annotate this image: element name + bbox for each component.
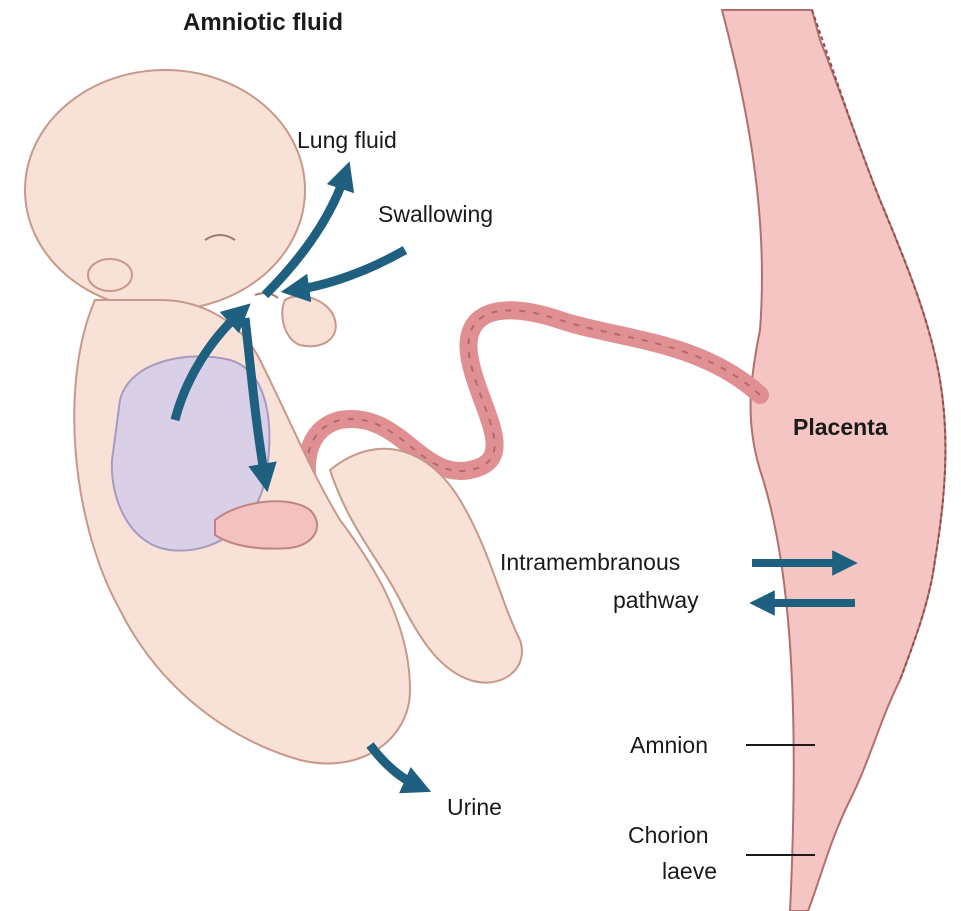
swallowing-arrow	[295, 250, 405, 290]
placenta-label: Placenta	[793, 414, 888, 440]
lung-fluid-label: Lung fluid	[297, 127, 397, 153]
placenta-wall	[722, 10, 945, 911]
fetus-ear	[88, 259, 132, 291]
fetus-head	[25, 70, 305, 310]
intramembranous-label-2: pathway	[613, 587, 699, 613]
fetus-hand	[282, 296, 336, 346]
chorion-label-1: Chorion	[628, 822, 709, 848]
chorion-label-2: laeve	[662, 858, 717, 884]
fetus	[25, 70, 522, 764]
amnion-label: Amnion	[630, 732, 708, 758]
intramembranous-label-1: Intramembranous	[500, 549, 680, 575]
urine-arrow	[370, 745, 418, 786]
swallowing-label: Swallowing	[378, 201, 493, 227]
title: Amniotic fluid	[183, 9, 343, 36]
urine-label: Urine	[447, 794, 502, 820]
